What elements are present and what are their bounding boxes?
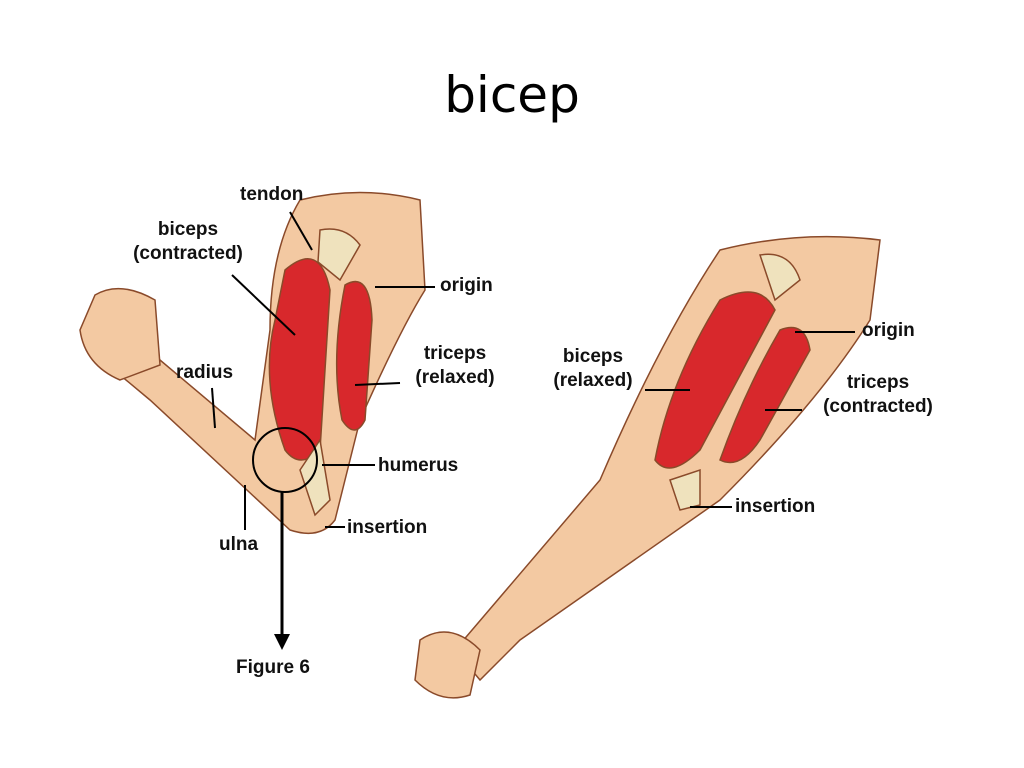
left-fist [79,287,161,381]
label-ulna: ulna [219,534,259,555]
triceps-relaxed [335,280,373,431]
label-radius: radius [176,362,234,383]
arrow-down-icon [274,634,290,650]
left-arm-flexed [79,191,426,535]
right-fist [414,631,481,699]
label-line: triceps [423,343,487,364]
biceps-contracted [268,258,331,461]
label-origin-right: origin [862,320,915,341]
label-line: triceps [846,372,910,393]
insertion-highlight-circle [252,427,318,493]
label-line: (contracted) [823,396,933,417]
label-humerus: humerus [378,455,459,476]
label-line: (relaxed) [553,370,633,391]
label-triceps-contracted: triceps (contracted) [804,371,952,419]
label-insertion-right: insertion [735,496,816,517]
label-biceps-contracted: biceps (contracted) [113,218,263,266]
figure-caption: Figure 6 [236,657,310,678]
label-triceps-relaxed: triceps (relaxed) [402,342,508,390]
label-line: biceps [562,346,624,367]
label-insertion-left: insertion [347,517,428,538]
label-biceps-relaxed: biceps (relaxed) [540,345,646,393]
leader-lines [211,211,855,636]
slide-title: bicep [444,66,580,124]
label-origin-left: origin [440,275,493,296]
label-tendon: tendon [240,184,304,205]
biceps-relaxed [654,291,776,469]
label-line: biceps [157,219,219,240]
label-line: (relaxed) [415,367,495,388]
right-arm-extended [414,235,881,699]
label-line: (contracted) [133,243,243,264]
